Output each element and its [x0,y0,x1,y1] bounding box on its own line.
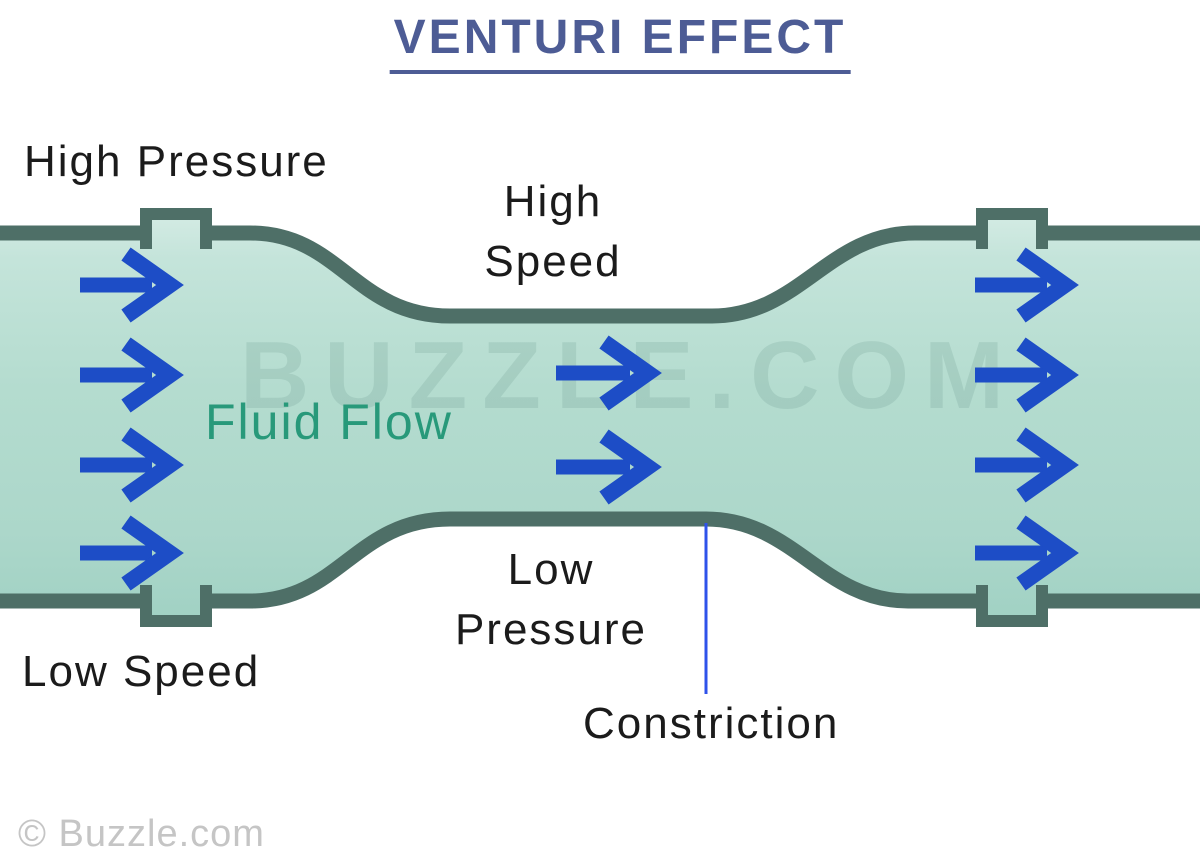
flow-arrow-icon [975,515,1079,591]
label-low-pressure: Low Pressure [455,540,647,660]
label-low-pressure-line1: Low [507,545,595,594]
label-high-speed: High Speed [484,172,621,292]
flange-bottom-right [976,585,1048,627]
label-high-pressure: High Pressure [24,137,329,186]
diagram-title: VENTURI EFFECT [389,10,851,74]
flange-top-right [976,208,1048,249]
flange-bottom-left [140,585,212,627]
label-fluid-flow: Fluid Flow [205,394,453,450]
flow-arrow-icon [975,337,1079,413]
flange-top-left [140,208,212,249]
label-low-speed: Low Speed [22,647,261,696]
label-low-pressure-line2: Pressure [454,605,648,654]
flow-arrow-icon [80,427,184,503]
flow-arrow-icon [80,515,184,591]
copyright-text: © Buzzle.com [18,813,265,855]
flow-arrow-icon [975,427,1079,503]
pipe-fluid-body [0,233,1200,601]
label-constriction: Constriction [583,699,840,748]
label-high-speed-line1: High [503,177,603,226]
flow-arrows [80,247,1079,591]
pipe-walls [0,208,1200,627]
flow-arrow-icon [80,247,184,323]
flow-arrow-icon [556,335,662,411]
pipe-wall-top [0,225,1200,324]
flow-arrow-icon [975,247,1079,323]
pipe-wall-bottom [0,511,1200,609]
flow-arrow-icon [556,429,662,505]
label-high-speed-line2: Speed [484,237,622,286]
flow-arrow-icon [80,337,184,413]
